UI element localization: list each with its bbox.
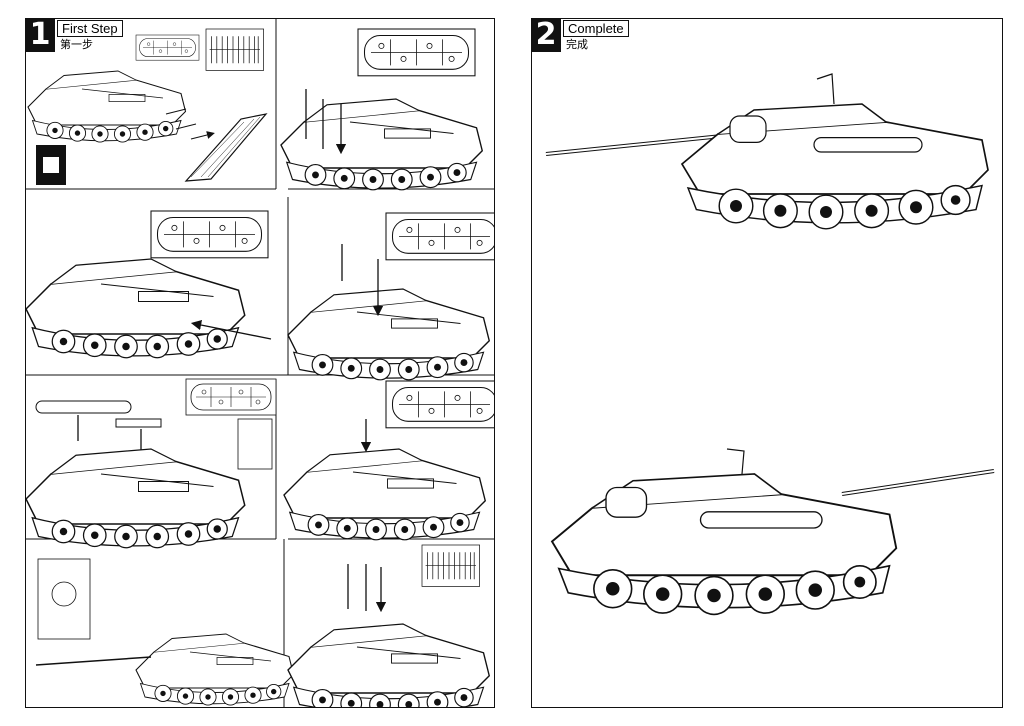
step-1-panel: 1 First Step 第一步 (25, 18, 495, 708)
step-2-subtitle: 完成 (566, 38, 588, 51)
step-2-illustrations (545, 73, 995, 616)
step-2-number: 2 (531, 18, 561, 52)
completed-model-front-view (545, 73, 989, 230)
step-1-title: First Step (57, 20, 123, 37)
step-1-number: 1 (25, 18, 55, 52)
step-1-illustrations (26, 19, 494, 707)
hull-assembly-illustration (27, 70, 187, 143)
step-2-title: Complete (563, 20, 629, 37)
step-1-subtitle: 第一步 (60, 38, 93, 51)
step-2-panel: 2 Complete 完成 (531, 18, 1003, 708)
completed-model-rear-view (551, 448, 995, 616)
